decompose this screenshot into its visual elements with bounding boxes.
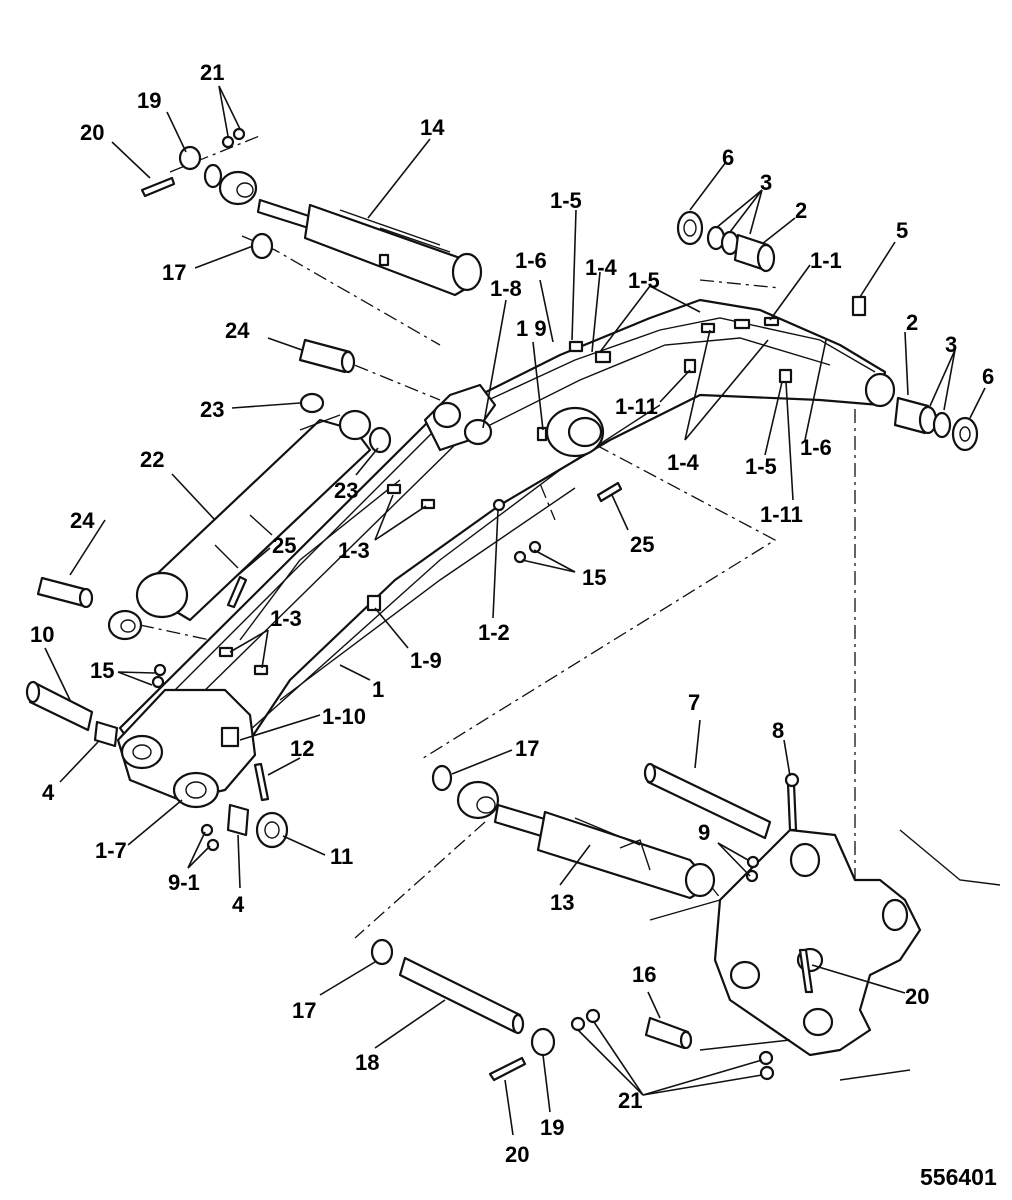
callout-2: 2 [906, 310, 918, 335]
callout-19: 19 [540, 1115, 564, 1140]
callout-21: 21 [618, 1088, 642, 1113]
callout-20: 20 [905, 984, 929, 1009]
leader-lines [44, 85, 986, 1136]
callout-9-1: 9-1 [168, 870, 200, 895]
callout-15: 15 [582, 565, 606, 590]
main-boom [116, 298, 896, 809]
callout-1-4: 1-4 [585, 255, 618, 280]
boom-cylinder-22 [107, 409, 372, 641]
callout-1-2: 1-2 [478, 620, 510, 645]
callout-4: 4 [232, 892, 245, 917]
callout-1-6: 1-6 [515, 248, 547, 273]
callout-3: 3 [945, 332, 957, 357]
callout-2: 2 [795, 198, 807, 223]
callout-4: 4 [42, 780, 55, 805]
arm-cylinder-14 [218, 170, 483, 297]
callout-9: 9 [698, 820, 710, 845]
block-1-5a [568, 340, 584, 353]
callout-17: 17 [162, 260, 186, 285]
callout-22: 22 [140, 447, 164, 472]
callout-1-8: 1-8 [490, 276, 522, 301]
callout-1: 1 [372, 677, 384, 702]
cylinder-13 [456, 780, 716, 900]
callout-25: 25 [630, 532, 654, 557]
callout-6: 6 [982, 364, 994, 389]
drawing-reference-number: 556401 [920, 1164, 997, 1190]
callout-21: 21 [200, 60, 224, 85]
callout-24: 24 [70, 508, 95, 533]
callout-7: 7 [688, 690, 700, 715]
callout-1-3: 1-3 [270, 606, 302, 631]
callout-1-10: 1-10 [322, 704, 366, 729]
callout-17: 17 [515, 736, 539, 761]
callout-17: 17 [292, 998, 316, 1023]
callout-1-9: 1-9 [410, 648, 442, 673]
callout-15: 15 [90, 658, 114, 683]
callout-8: 8 [772, 718, 784, 743]
kingpost-bracket [649, 828, 1001, 1081]
callout-16: 16 [632, 962, 656, 987]
callout-14: 14 [420, 115, 445, 140]
callout-1-9: 1 9 [516, 316, 547, 341]
callout-1-1: 1-1 [810, 248, 842, 273]
callout-20: 20 [505, 1142, 529, 1167]
callout-24: 24 [225, 318, 250, 343]
callout-10: 10 [30, 622, 54, 647]
callout-12: 12 [290, 736, 314, 761]
callout-1-7: 1-7 [95, 838, 127, 863]
callout-1-3: 1-3 [338, 538, 370, 563]
callout-3: 3 [760, 170, 772, 195]
callout-25: 25 [272, 533, 296, 558]
callout-23: 23 [200, 397, 224, 422]
small-hardware [93, 127, 979, 1082]
callout-13: 13 [550, 890, 574, 915]
callout-1-4: 1-4 [667, 450, 700, 475]
callout-1-11: 1-11 [615, 394, 658, 419]
callout-23: 23 [334, 478, 358, 503]
callout-19: 19 [137, 88, 161, 113]
callout-labels: 21 19 20 14 17 6 3 2 1-5 1-6 1-4 1-5 1-1… [30, 60, 994, 1167]
callout-1-5: 1-5 [745, 454, 777, 479]
callout-1-6: 1-6 [800, 435, 832, 460]
callout-1-11: 1-11 [760, 502, 803, 527]
callout-6: 6 [722, 145, 734, 170]
callout-1-5: 1-5 [628, 268, 660, 293]
callout-11: 11 [330, 844, 353, 869]
callout-18: 18 [355, 1050, 379, 1075]
callout-20: 20 [80, 120, 104, 145]
callout-1-5: 1-5 [550, 188, 582, 213]
pins [25, 338, 772, 1050]
callout-5: 5 [896, 218, 908, 243]
